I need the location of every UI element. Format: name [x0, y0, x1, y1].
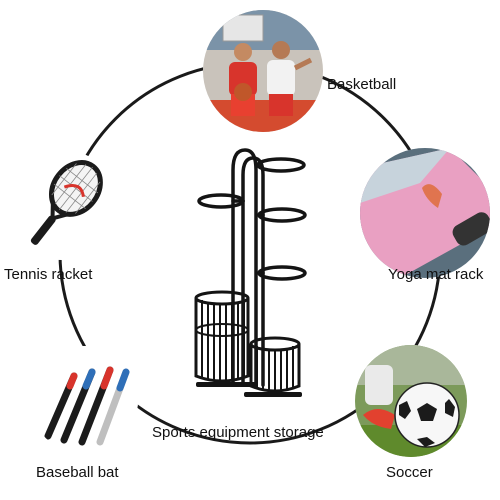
yoga-thumbnail [360, 148, 490, 278]
tennis-label: Tennis racket [4, 266, 93, 283]
soccer-thumbnail [355, 345, 467, 457]
basketball-label: Basketball [327, 76, 397, 93]
baseball-thumbnail [30, 346, 138, 454]
basketball-players-image [203, 10, 323, 132]
soccer-label: Soccer [386, 464, 433, 481]
tennis-racket-image [8, 150, 118, 260]
soccer-ball-image [355, 345, 467, 457]
tennis-thumbnail [8, 150, 118, 260]
baseball-label: Baseball bat [36, 464, 119, 481]
basketball-thumbnail [203, 10, 323, 132]
yoga-label: Yoga mat rack [388, 266, 484, 283]
product-caption: Sports equipment storage [152, 424, 324, 441]
baseball-bats-image [30, 346, 138, 454]
yoga-mat-image [360, 148, 490, 278]
